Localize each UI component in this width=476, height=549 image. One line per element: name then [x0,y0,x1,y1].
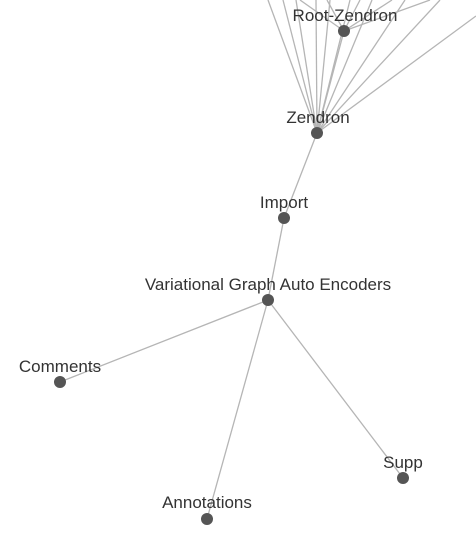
node-zendron[interactable]: Zendron [286,108,350,139]
node-label: Variational Graph Auto Encoders [145,275,391,294]
offscreen-edge [316,0,373,134]
node-label: Zendron [286,108,349,127]
edge-vgae-comments [59,299,269,383]
node-root-zendron[interactable]: Root-Zendron [293,6,398,37]
offscreen-edge [299,0,345,32]
node-comments[interactable]: Comments [19,357,101,388]
node-dot[interactable] [201,513,213,525]
node-dot[interactable] [397,472,409,484]
node-label: Root-Zendron [293,6,398,25]
node-label: Supp [383,453,423,472]
node-dot[interactable] [54,376,66,388]
node-annotations[interactable]: Annotations [162,493,252,525]
offscreen-edge [316,0,331,134]
edge-vgae-supp [267,299,404,479]
node-label: Comments [19,357,101,376]
edge-zendron-import [283,132,318,219]
node-supp[interactable]: Supp [383,453,423,484]
node-vgae[interactable]: Variational Graph Auto Encoders [145,275,391,306]
offscreen-edge [315,0,318,134]
offscreen-edge [267,0,318,134]
node-label: Import [260,193,308,212]
offscreen-edge [295,0,318,134]
edge-group [59,30,404,520]
offscreen-edge [343,0,431,32]
offscreen-edge [343,0,393,32]
node-dot[interactable] [338,25,350,37]
offscreen-edge [316,0,441,134]
node-import[interactable]: Import [260,193,308,224]
offscreen-edge [316,0,406,134]
edge-vgae-annotations [206,299,269,520]
offscreen-edge [316,15,476,134]
edge-import-vgae [267,217,285,301]
offscreen-edge [282,0,318,134]
node-dot[interactable] [262,294,274,306]
offscreen-edge-group [267,0,476,134]
node-dot[interactable] [311,127,323,139]
edge-root-zendron-zendron [316,30,345,134]
node-dot[interactable] [278,212,290,224]
node-label: Annotations [162,493,252,512]
